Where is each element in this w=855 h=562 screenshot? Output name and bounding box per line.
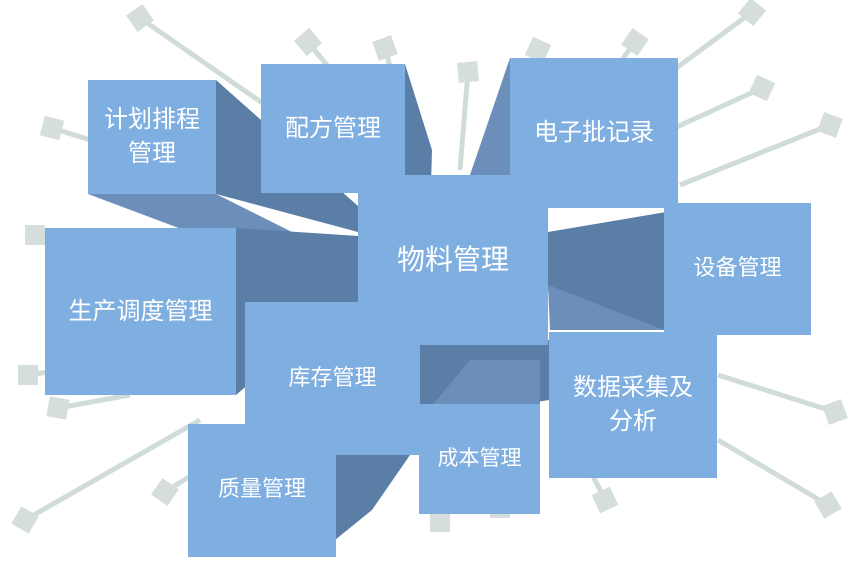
equip-box-face xyxy=(664,203,811,335)
center-module: 物料管理 xyxy=(358,175,548,345)
module-plan-label: 计划排程 管理 xyxy=(104,105,200,167)
module-plan: 计划排程 管理 xyxy=(88,80,216,194)
module-stock: 库存管理 xyxy=(245,302,420,455)
plan-box-face xyxy=(88,80,216,194)
center-module-label: 物料管理 xyxy=(396,243,509,277)
ebr-box-face xyxy=(510,58,678,208)
rod-end-caps xyxy=(11,0,848,534)
module-prod-label: 生产调度管理 xyxy=(68,296,213,325)
module-equip-label: 设备管理 xyxy=(693,255,782,281)
module-ebr: 电子批记录 xyxy=(510,58,678,208)
module-cost-label: 成本管理 xyxy=(437,446,522,471)
module-data: 数据采集及 分析 xyxy=(549,332,717,478)
box-faces xyxy=(45,58,811,557)
data-box-face xyxy=(549,332,717,478)
module-prod: 生产调度管理 xyxy=(45,228,236,395)
recipe-box-face xyxy=(261,64,405,193)
cost-box-face xyxy=(419,404,540,514)
quality-box-face xyxy=(188,424,336,557)
module-data-label: 数据采集及 分析 xyxy=(573,373,693,435)
module-quality: 质量管理 xyxy=(188,424,336,557)
prod-box-face xyxy=(45,228,236,395)
module-equip: 设备管理 xyxy=(664,203,811,335)
module-cost: 成本管理 xyxy=(419,404,540,514)
module-ebr-label: 电子批记录 xyxy=(534,118,654,147)
module-recipe-label: 配方管理 xyxy=(285,113,381,142)
module-stock-label: 库存管理 xyxy=(288,366,377,391)
module-quality-label: 质量管理 xyxy=(217,477,306,503)
module-recipe: 配方管理 xyxy=(261,64,405,193)
